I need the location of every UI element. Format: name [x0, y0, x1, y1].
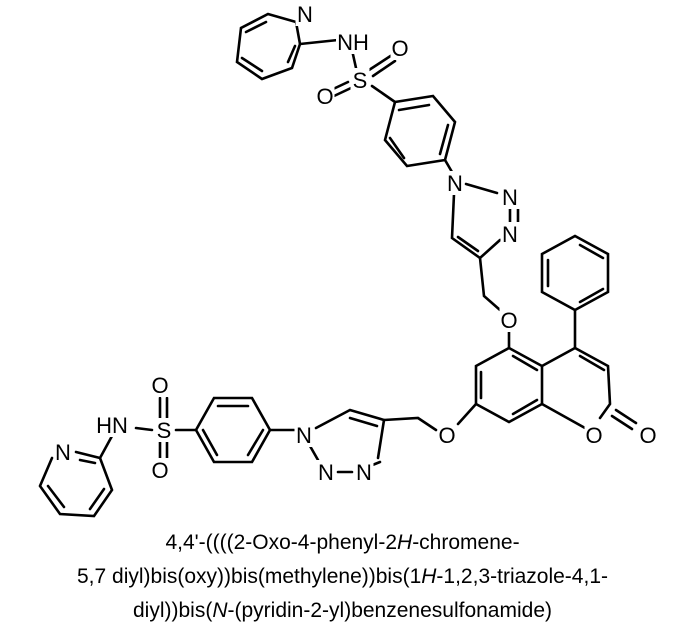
chromene-pyrone-double-bonds: [578, 354, 638, 431]
atom-label-bg: [390, 36, 410, 60]
atom-label-bg: [336, 30, 370, 54]
atom-label-o: O: [639, 423, 656, 448]
top-pyridine-ring: [235, 12, 302, 81]
top-triazole-ring: [450, 182, 512, 260]
caption-italic: N: [212, 599, 228, 622]
top-benzene-double-bonds: [388, 103, 450, 160]
bottom-nh-pyridine-bond: [98, 434, 114, 460]
top-so-bonds: [329, 53, 397, 98]
caption-text: 5,7 diyl)bis(oxy))bis(methylene))bis(1: [76, 565, 422, 588]
atom-label-bg: [154, 418, 174, 442]
atom-label-o: O: [316, 84, 333, 109]
atom-label-bg: [53, 440, 73, 464]
atom-label-bg: [295, 2, 315, 26]
compound-name-line-1: 4,4'-((((2-Oxo-4-phenyl-2H-chromene-: [0, 526, 685, 560]
atom-label-bg: [500, 222, 520, 246]
atom-label-n: N: [502, 222, 518, 247]
atom-label-o: O: [438, 423, 455, 448]
caption-text: -1,2,3-triazole-4,1-: [436, 565, 608, 588]
bottom-s-nh-bond: [134, 426, 154, 432]
top-s-benzene-bond: [370, 84, 397, 104]
chromene-pyrone-ring: [540, 346, 612, 430]
bottom-pyridine-ring: [38, 450, 114, 518]
atom-label-bg: [315, 84, 335, 108]
top-triazole-double-bonds: [456, 205, 520, 253]
atom-label-bg: [584, 423, 604, 447]
compound-name-line-3: diyl))bis(N-(pyridin-2-yl)benzenesulfona…: [0, 594, 685, 628]
bottom-benzene-ring: [194, 396, 272, 464]
phenyl-double-bonds: [546, 243, 605, 304]
bottom-benzene-double-bonds: [201, 404, 265, 457]
bonds: [38, 12, 638, 518]
atom-label-bg: [354, 460, 374, 484]
bottom-triazole-ring: [308, 408, 386, 474]
atom-label-hn: HN: [96, 413, 128, 438]
atom-label-bg: [500, 185, 520, 209]
atom-label-bg: [350, 68, 370, 92]
caption-italic: H: [397, 531, 413, 554]
atom-label-n: N: [297, 2, 313, 27]
atom-label-n: N: [356, 460, 372, 485]
atom-label-bg: [95, 413, 129, 437]
phenyl-ring: [540, 234, 610, 312]
atom-label-s: S: [353, 68, 368, 93]
caption-italic: H: [421, 565, 437, 588]
atom-label-n: N: [318, 460, 334, 485]
atom-label-nh: NH: [337, 30, 369, 55]
atom-label-o: O: [585, 423, 602, 448]
caption-text: -(pyridin-2-yl)benzenesulfonamide): [227, 599, 552, 622]
compound-name: 4,4'-((((2-Oxo-4-phenyl-2H-chromene- 5,7…: [0, 526, 685, 628]
chromene-benzo-double-bonds: [479, 354, 539, 416]
atom-label-n: N: [447, 171, 463, 196]
caption-text: diyl))bis(: [133, 599, 213, 622]
atom-label-bg: [437, 423, 457, 447]
top-nh-bond: [298, 38, 340, 46]
bottom-methylene-bonds: [382, 402, 478, 432]
atom-label-bg: [150, 458, 170, 482]
atom-label-n: N: [502, 185, 518, 210]
top-pyridine-double-bonds: [240, 20, 297, 73]
bottom-so-bonds: [158, 396, 169, 460]
atom-label-bg: [294, 423, 314, 447]
compound-name-line-2: 5,7 diyl)bis(oxy))bis(methylene))bis(1H-…: [0, 560, 685, 594]
atom-label-o: O: [151, 458, 168, 483]
bottom-pyridine-double-bonds: [46, 458, 106, 511]
chromene-benzo-ring: [474, 346, 544, 424]
atom-label-bg: [499, 308, 519, 332]
top-methylene-bonds: [478, 256, 511, 350]
top-benzene-triazole-bond: [443, 158, 454, 174]
bottom-triazole-double-bonds: [348, 416, 382, 468]
atom-label-o: O: [151, 373, 168, 398]
atom-label-bg: [150, 373, 170, 397]
atom-label-o: O: [500, 308, 517, 333]
atom-label-n: N: [296, 423, 312, 448]
atom-label-bg: [638, 423, 658, 447]
atom-label-s: S: [157, 418, 172, 443]
atom-label-n: N: [55, 440, 71, 465]
atom-label-bg: [316, 460, 336, 484]
caption-text: 4,4'-((((2-Oxo-4-phenyl-2: [165, 531, 398, 554]
caption-text: -chromene-: [412, 531, 520, 554]
atom-label-o: O: [391, 36, 408, 61]
atom-label-bg: [445, 171, 465, 195]
